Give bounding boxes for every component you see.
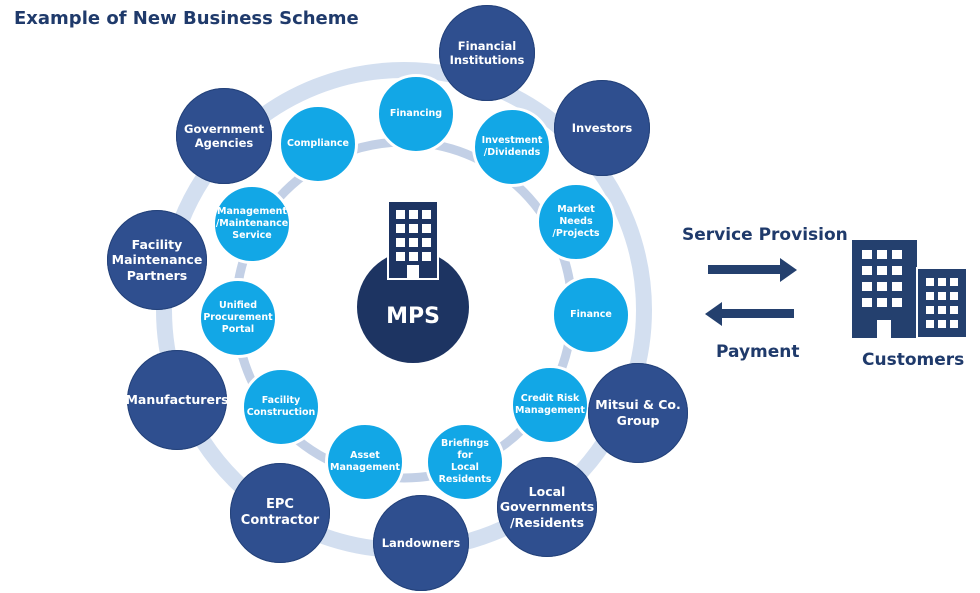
service-provision-label: Service Provision [682,225,848,245]
inner-node-credit-risk-management: Credit Risk Management [510,365,590,445]
outer-node-mitsui-group: Mitsui & Co. Group [588,363,688,463]
inner-node-financing: Financing [376,74,456,154]
service-provision-arrow [708,258,797,282]
outer-node-government-agencies: Government Agencies [176,88,272,184]
outer-node-epc-contractor: EPC Contractor [230,463,330,563]
outer-node-investors: Investors [554,80,650,176]
inner-node-investment-dividends: Investment /Dividends [472,107,552,187]
mps-node: MPS [355,200,471,365]
inner-node-management-maintenance-service: Management /Maintenance Service [212,184,292,264]
outer-node-manufacturers: Manufacturers [125,350,229,450]
office-building-icon [387,200,439,280]
payment-arrow [705,302,794,326]
outer-node-local-governments-residents: Local Governments /Residents [497,457,597,557]
inner-node-unified-procurement-portal: Unified Procurement Portal [198,278,278,358]
outer-node-facility-maintenance-partners: Facility Maintenance Partners [107,210,207,310]
inner-node-compliance: Compliance [278,104,358,184]
mps-label: MPS [386,304,440,329]
inner-node-briefings-local-residents: Briefings for Local Residents [425,422,505,502]
office-buildings-icon [852,240,968,339]
outer-node-financial-institutions: Financial Institutions [439,5,535,101]
customers-label: Customers [862,350,965,370]
inner-node-finance: Finance [551,275,631,355]
payment-label: Payment [716,342,800,362]
inner-node-asset-management: Asset Management [325,422,405,502]
inner-node-market-needs: Market Needs /Projects [536,182,616,262]
inner-node-facility-construction: Facility Construction [241,367,321,447]
page-title: Example of New Business Scheme [14,8,359,29]
outer-node-landowners: Landowners [373,495,469,591]
